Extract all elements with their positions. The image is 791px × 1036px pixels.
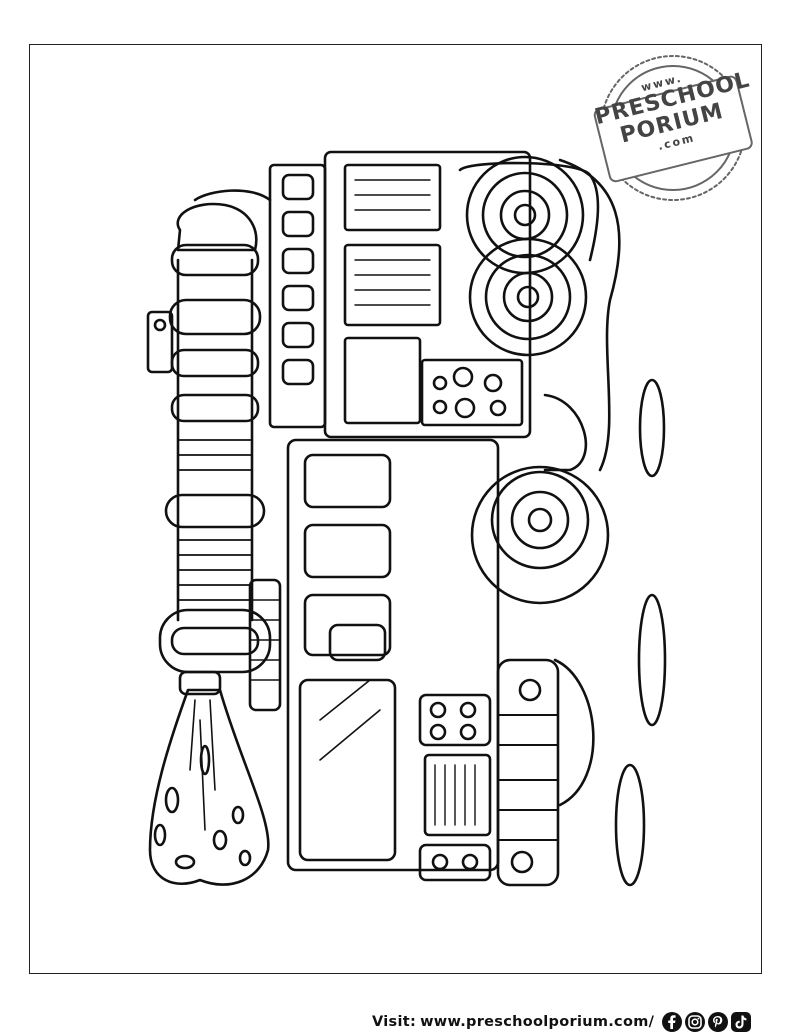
visit-label: Visit: bbox=[372, 1014, 417, 1030]
instagram-icon[interactable] bbox=[685, 1012, 706, 1032]
footer: Visit: www.preschoolporium.com/ bbox=[372, 1008, 752, 1036]
truck-lower-body bbox=[248, 438, 560, 887]
website-link[interactable]: www.preschoolporium.com/ bbox=[420, 1014, 655, 1030]
page-border bbox=[29, 44, 762, 974]
social-links bbox=[662, 1012, 752, 1032]
preschoolporium-logo bbox=[593, 55, 753, 201]
water-spray bbox=[148, 688, 270, 886]
pinterest-icon[interactable] bbox=[708, 1012, 729, 1032]
wheels-bottom bbox=[470, 465, 667, 887]
hose-column bbox=[146, 189, 272, 696]
truck-top-body bbox=[268, 150, 532, 439]
tiktok-icon[interactable] bbox=[731, 1012, 752, 1032]
wheels-top bbox=[458, 155, 666, 478]
facebook-icon[interactable] bbox=[662, 1012, 683, 1032]
